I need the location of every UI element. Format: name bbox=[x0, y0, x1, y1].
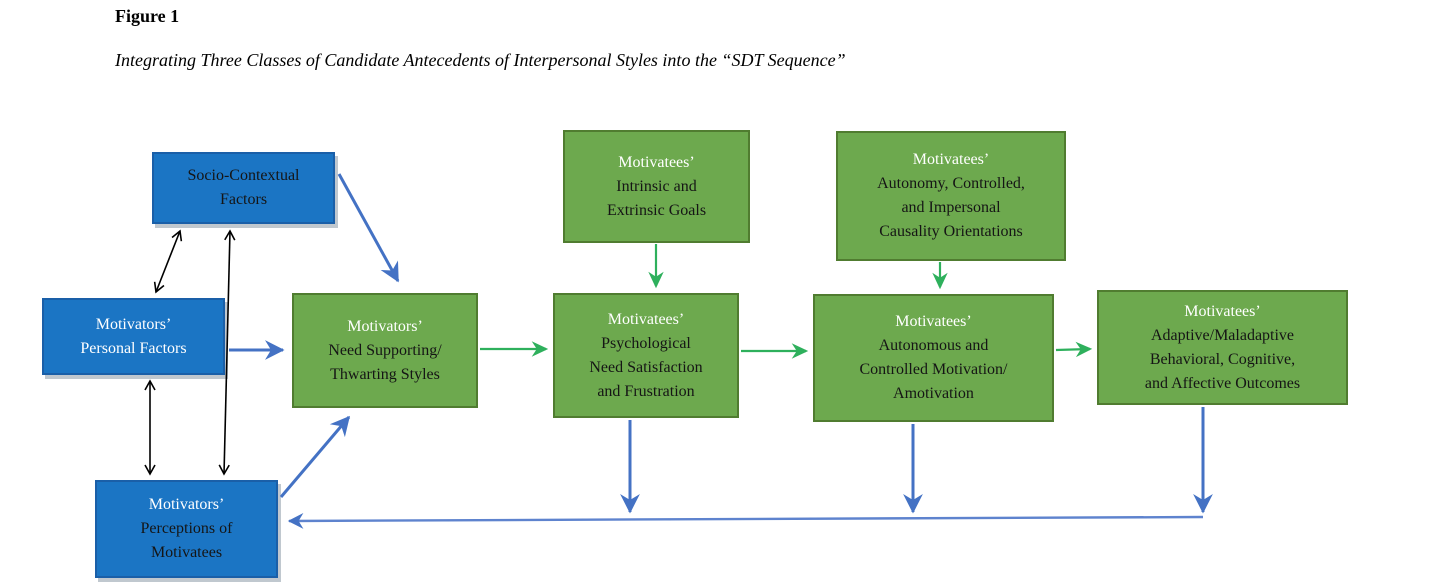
node-motivators-personal-factors: Motivators’ Personal Factors bbox=[42, 298, 225, 375]
node-text-line: Amotivation bbox=[893, 385, 974, 402]
arrow-feedback-return-to-perceptions bbox=[287, 513, 1204, 529]
node-text-line: Psychological bbox=[601, 334, 691, 352]
node-text-line: Personal Factors bbox=[80, 339, 187, 357]
node-text-line: Factors bbox=[219, 191, 268, 208]
node-text-line: Autonomous and bbox=[878, 337, 989, 354]
node-causality-orientations: Motivatees’ Autonomy, Controlled, and Im… bbox=[836, 131, 1066, 261]
node-text-line: Autonomy, Controlled, bbox=[877, 175, 1025, 192]
figure-label: Figure 1 bbox=[115, 6, 180, 26]
node-intrinsic-extrinsic-goals: Motivatees’ Intrinsic and Extrinsic Goal… bbox=[563, 130, 750, 243]
node-adaptive-maladaptive-outcomes: Motivatees’ Adaptive/Maladaptive Behavio… bbox=[1097, 290, 1348, 405]
node-autonomous-controlled-motivation: Motivatees’ Autonomous and Controlled Mo… bbox=[813, 294, 1054, 422]
node-motivators-perceptions-of-motivatees: Motivators’ Perceptions of Motivatees bbox=[95, 480, 278, 578]
node-text-line: Extrinsic Goals bbox=[606, 201, 707, 219]
node-socio-contextual-factors: Socio-Contextual Factors bbox=[152, 152, 335, 224]
arrow-socio-to-need-styles bbox=[337, 173, 400, 283]
node-text-line: Motivatees bbox=[150, 544, 223, 561]
node-text-line: Motivators’ bbox=[148, 496, 225, 513]
node-text-line: Motivatees’ bbox=[895, 313, 972, 330]
figure-caption: Integrating Three Classes of Candidate A… bbox=[115, 50, 846, 70]
node-text-line: Thwarting Styles bbox=[330, 365, 440, 383]
node-text-line: Motivatees’ bbox=[912, 151, 990, 168]
node-psychological-need-satisfaction-frustration: Motivatees’ Psychological Need Satisfact… bbox=[553, 293, 739, 418]
node-text-line: and Affective Outcomes bbox=[1144, 374, 1301, 392]
node-text-line: Perceptions of bbox=[140, 520, 233, 537]
node-text-line: Controlled Motivation/ bbox=[859, 361, 1008, 378]
node-text-line: Need Satisfaction bbox=[589, 358, 703, 376]
node-text-line: Need Supporting/ bbox=[328, 341, 442, 359]
node-text-line: Adaptive/Maladaptive bbox=[1150, 326, 1295, 344]
node-need-supporting-thwarting-styles: Motivators’ Need Supporting/ Thwarting S… bbox=[292, 293, 478, 408]
arrow-socio-personal-bidirectional bbox=[153, 229, 183, 294]
node-text-line: Motivatees’ bbox=[1184, 302, 1261, 320]
node-text-line: Motivatees’ bbox=[607, 310, 685, 328]
node-text-line: Socio-Contextual bbox=[187, 167, 300, 184]
node-text-line: Causality Orientations bbox=[879, 223, 1023, 240]
node-text-line: and Frustration bbox=[597, 382, 695, 400]
node-text-line: and Impersonal bbox=[901, 199, 1001, 216]
node-text-line: Motivators’ bbox=[347, 317, 423, 335]
node-text-line: Motivatees’ bbox=[618, 153, 695, 171]
node-text-line: Motivators’ bbox=[95, 315, 172, 333]
arrow-motivation-to-outcomes bbox=[1055, 341, 1093, 358]
node-text-line: Intrinsic and bbox=[616, 177, 697, 195]
arrow-perceptions-to-need-styles bbox=[279, 415, 351, 498]
node-text-line: Behavioral, Cognitive, bbox=[1149, 350, 1296, 368]
